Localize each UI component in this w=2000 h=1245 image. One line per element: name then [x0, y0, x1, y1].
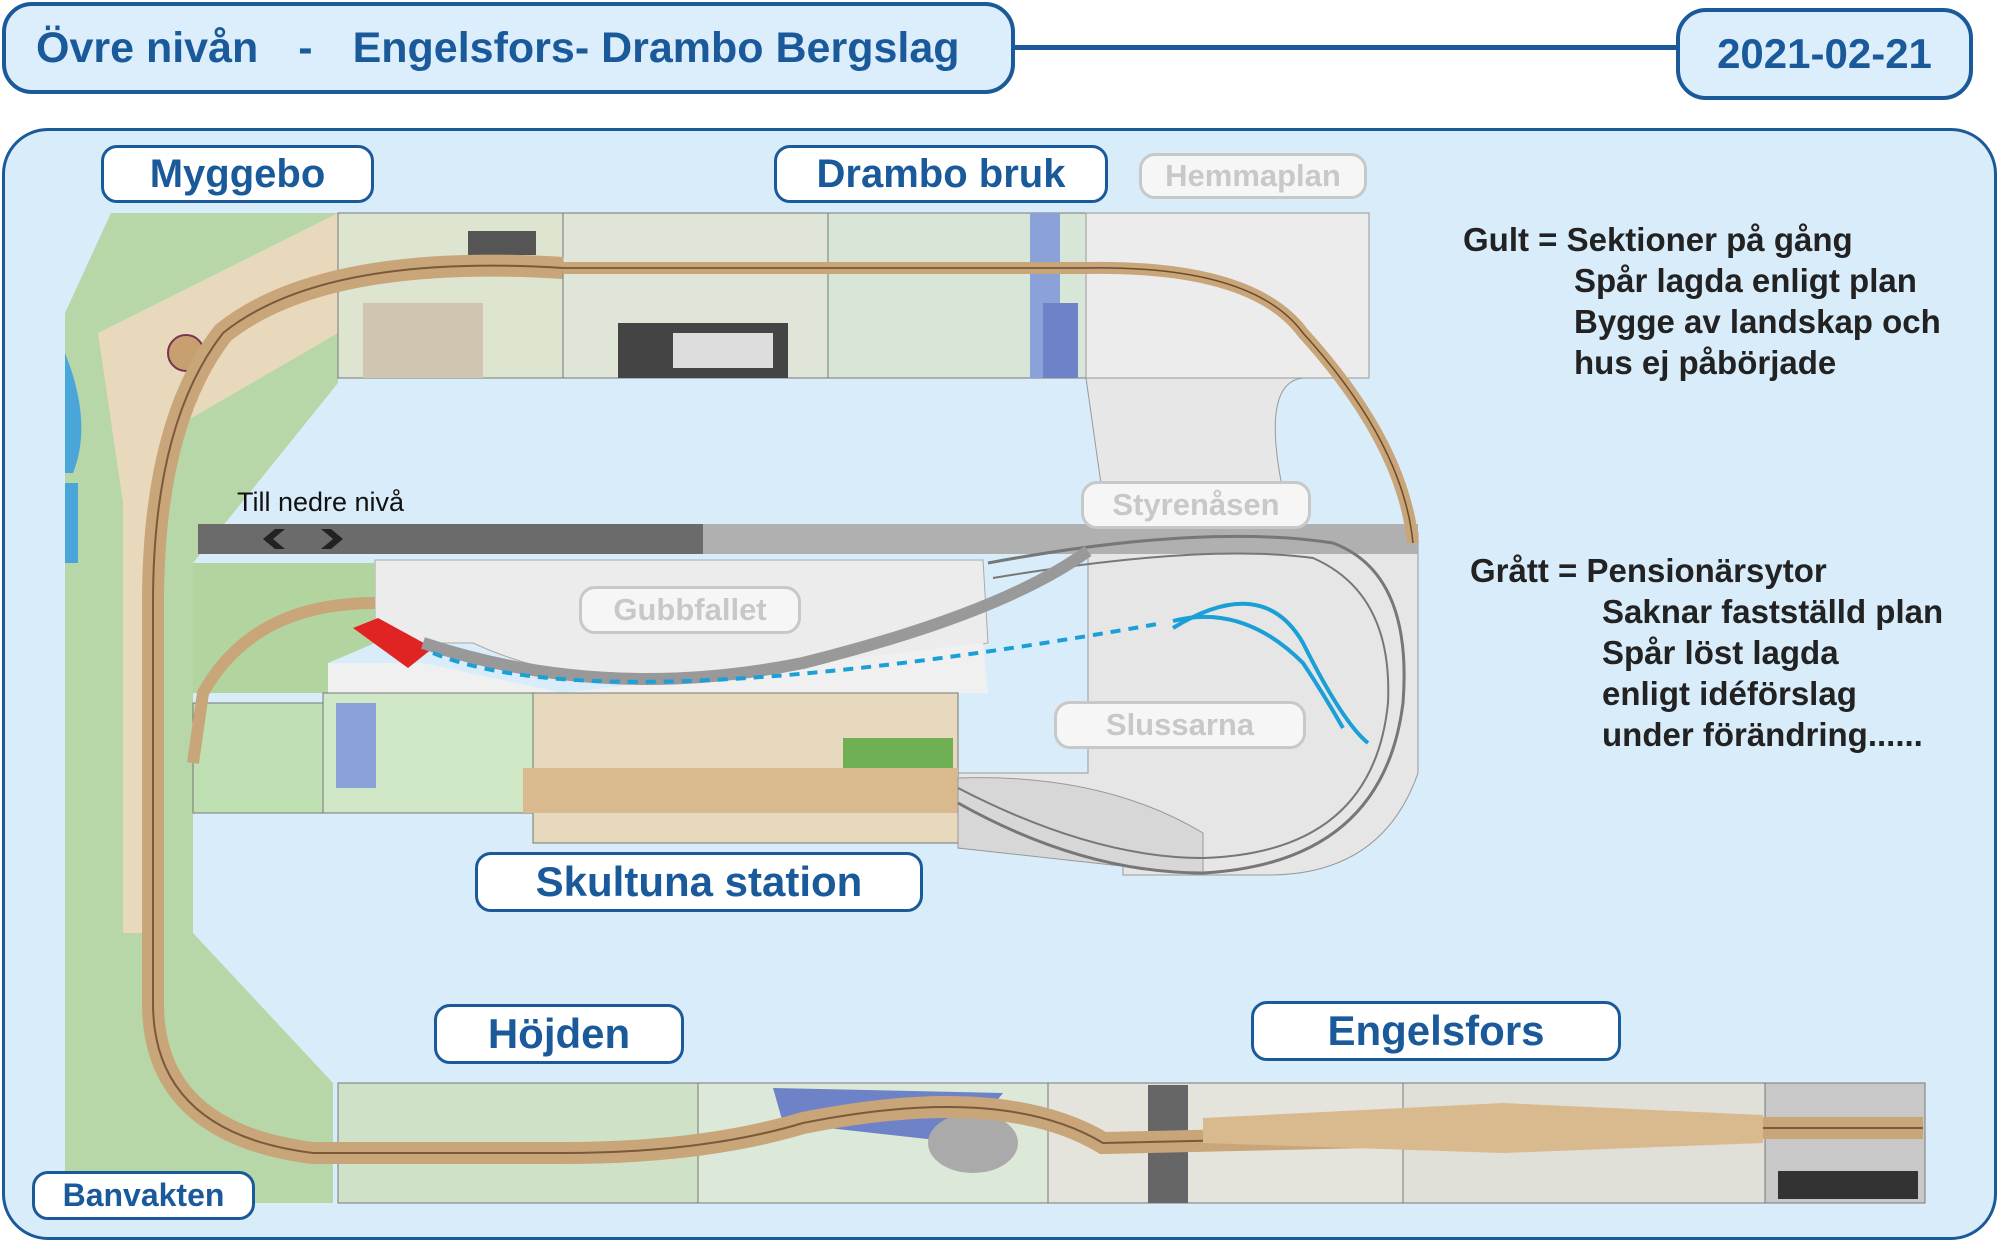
header-date: 2021-02-21	[1717, 30, 1932, 77]
skultuna-green-lower	[192, 702, 324, 814]
upper-track-rails	[563, 267, 1414, 544]
proposal-line-2	[1172, 614, 1345, 729]
header-title-part1: Övre nivån	[36, 23, 259, 72]
station-label-skultuna: Skultuna station	[475, 852, 923, 912]
drambo-river-lower	[1043, 303, 1078, 378]
left-water-2	[65, 483, 78, 563]
legend-yellow-line: Spår lagda enligt plan	[1574, 262, 1917, 299]
main-track-left-rails	[152, 264, 564, 1154]
legend-yellow-line: Bygge av landskap och	[1574, 303, 1941, 340]
myggebo-building	[468, 231, 536, 255]
engelsfors-end-block	[1778, 1171, 1918, 1199]
station-label-slussarna: Slussarna	[1054, 701, 1306, 749]
skultuna-grey-transition	[957, 777, 1204, 876]
legend-grey-line: Spår löst lagda	[1602, 634, 1839, 671]
station-label-hojden: Höjden	[434, 1004, 684, 1064]
station-label-gubbfallet: Gubbfallet	[579, 586, 801, 634]
middle-bottom-rock	[928, 1113, 1018, 1173]
station-label-styrenasen: Styrenåsen	[1081, 481, 1311, 529]
skultuna-left-green	[193, 563, 375, 693]
station-label-drambo-bruk: Drambo bruk	[774, 145, 1108, 203]
myggebo-yard	[363, 303, 483, 378]
station-label-engelsfors: Engelsfors	[1251, 1001, 1621, 1061]
lower-level-label: Till nedre nivå	[237, 487, 405, 517]
skultuna-water	[336, 703, 376, 788]
legend-grey-line: under förändring......	[1602, 716, 1923, 753]
legend-yellow-head: Gult = Sektioner på gång	[1463, 221, 1853, 258]
red-marker	[353, 618, 433, 668]
branch-track-skultuna	[187, 597, 376, 764]
grey-loop-track-2	[957, 552, 1390, 860]
legend-grey-line: enligt idéförslag	[1602, 675, 1857, 712]
engelsfors-yard	[1203, 1103, 1763, 1153]
lower-level-arrows-2	[321, 529, 343, 549]
header-connector-line	[1015, 45, 1678, 50]
header-date-box: 2021-02-21	[1676, 8, 1973, 100]
layout-panel: Myggebo Drambo bruk Hemmaplan Styrenåsen…	[2, 128, 1997, 1240]
legend-grey-head: Grått = Pensionärsytor	[1470, 552, 1827, 589]
proposal-dashed-line	[432, 621, 1164, 684]
bottom-main-rails	[313, 1106, 1923, 1154]
left-ground-tan	[98, 213, 338, 933]
legend-yellow: Gult = Sektioner på gång Spår lagda enli…	[1463, 219, 1941, 383]
header-title-separator: -	[298, 23, 313, 72]
header-title-part2: Engelsfors- Drambo Bergslag	[352, 23, 960, 72]
grey-loop-track	[957, 534, 1406, 875]
legend-grey-line: Saknar fastställd plan	[1602, 593, 1944, 630]
station-label-banvakten: Banvakten	[32, 1171, 255, 1220]
gubbfallet-grey-curve	[421, 546, 1092, 685]
gubbfallet-lower	[328, 643, 988, 693]
legend-grey: Grått = Pensionärsytor Saknar fastställd…	[1470, 550, 1943, 755]
legend-yellow-line: hus ej påbörjade	[1574, 344, 1837, 381]
track-layout-map	[65, 212, 1926, 1204]
station-label-myggebo: Myggebo	[101, 145, 374, 203]
station-label-hemmaplan: Hemmaplan	[1139, 153, 1367, 199]
left-water	[65, 353, 82, 473]
drambo-factory-2	[673, 333, 773, 368]
skultuna-tracks-bed	[523, 768, 958, 813]
proposal-line-1	[1171, 601, 1370, 745]
header-title-box: Övre nivån - Engelsfors- Drambo Bergslag	[2, 2, 1015, 94]
lower-level-arrows	[263, 529, 285, 549]
